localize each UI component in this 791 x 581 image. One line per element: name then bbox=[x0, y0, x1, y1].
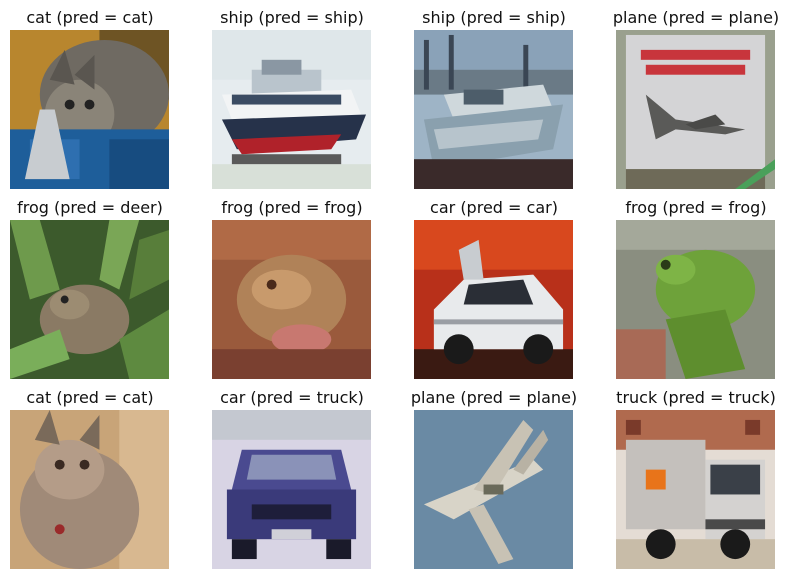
frog-photo bbox=[10, 220, 169, 379]
panel-title: ship (pred = ship) bbox=[220, 8, 364, 27]
plane-photo bbox=[616, 30, 775, 189]
panel-title: ship (pred = ship) bbox=[422, 8, 566, 27]
cat-photo bbox=[10, 30, 169, 189]
car-photo bbox=[414, 220, 573, 379]
panel-title: truck (pred = truck) bbox=[616, 388, 776, 407]
truck-photo bbox=[616, 410, 775, 569]
panel-title: frog (pred = frog) bbox=[221, 198, 363, 217]
frog-photo bbox=[212, 220, 371, 379]
plane-photo bbox=[414, 410, 573, 569]
car-photo bbox=[212, 410, 371, 569]
panel-title: frog (pred = deer) bbox=[17, 198, 163, 217]
panel-title: plane (pred = plane) bbox=[410, 388, 578, 407]
frog-photo bbox=[616, 220, 775, 379]
ship-photo bbox=[414, 30, 573, 189]
cat-photo bbox=[10, 410, 169, 569]
panel-title: car (pred = truck) bbox=[220, 388, 364, 407]
panel-title: cat (pred = cat) bbox=[26, 388, 154, 407]
panel-title: frog (pred = frog) bbox=[625, 198, 767, 217]
panel-title: plane (pred = plane) bbox=[612, 8, 780, 27]
panel-title: cat (pred = cat) bbox=[26, 8, 154, 27]
ship-photo bbox=[212, 30, 371, 189]
panel-title: car (pred = car) bbox=[430, 198, 558, 217]
